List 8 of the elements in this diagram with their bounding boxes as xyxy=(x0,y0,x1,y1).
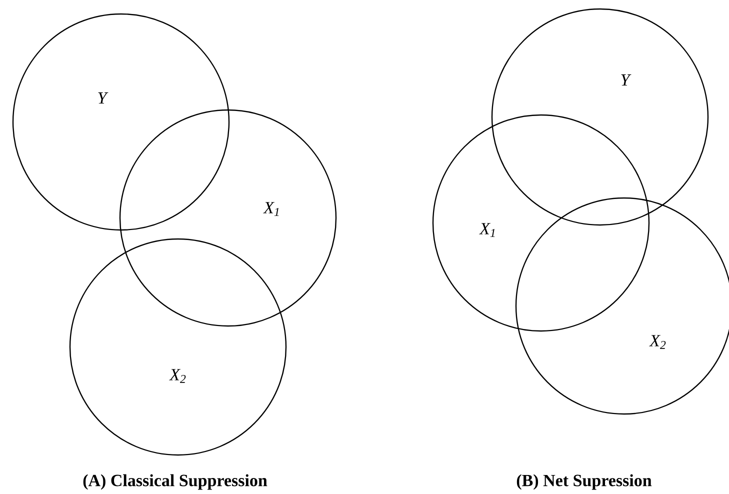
circle-label: X$_{1}$ xyxy=(479,223,495,237)
circle-label: Y xyxy=(98,92,108,104)
circle-label: X$_{2}$ xyxy=(649,335,666,349)
circle-label: X$_{1}$ xyxy=(263,202,279,216)
caption: (B) Net Supression xyxy=(516,474,652,490)
circle-label: X$_{2}$ xyxy=(169,369,186,383)
caption: (A) Classical Suppression xyxy=(83,474,268,490)
circle-label: Y xyxy=(621,74,632,86)
